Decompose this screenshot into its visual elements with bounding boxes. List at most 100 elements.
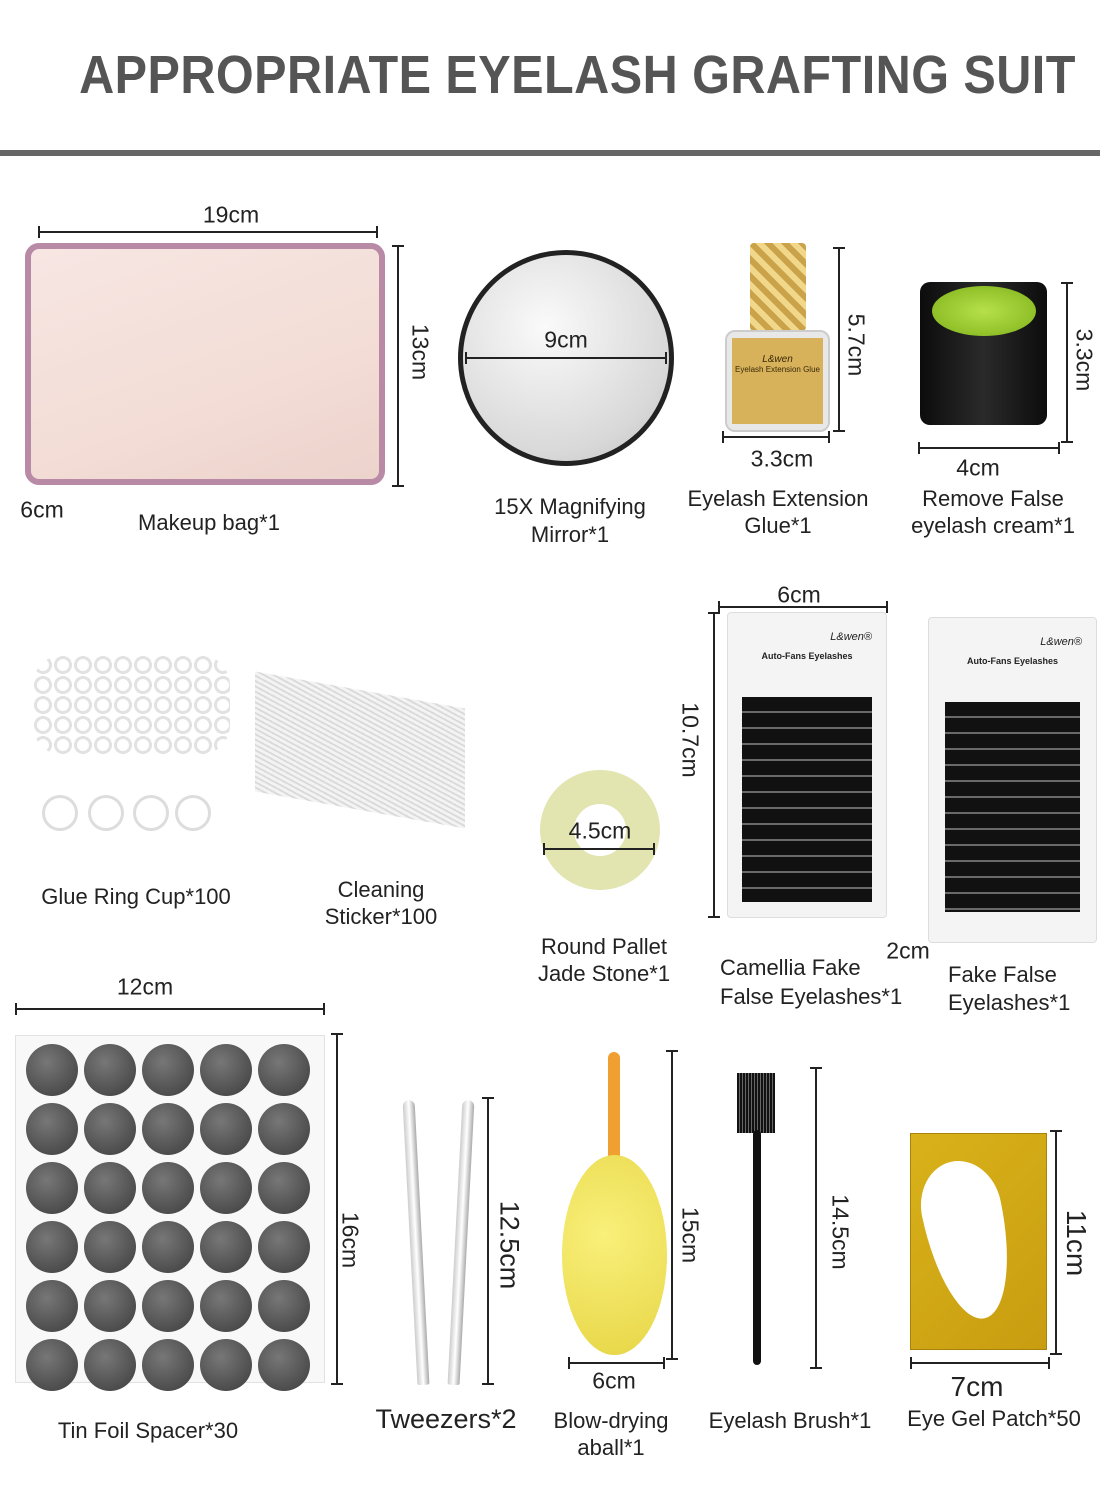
glue-brand: L&wen <box>762 354 793 365</box>
foil-dot <box>200 1339 252 1391</box>
dimension-line <box>331 1033 343 1385</box>
cream-label-line1: Remove False <box>922 486 1064 511</box>
brush-height: 14.5cm <box>827 1194 854 1270</box>
blower-bulb-image <box>562 1155 667 1355</box>
patch-label: Eye Gel Patch*50 <box>907 1406 1081 1431</box>
lash-strips <box>945 702 1080 912</box>
foil-dot <box>142 1103 194 1155</box>
mirror-diameter: 9cm <box>544 326 588 353</box>
foil-dot <box>258 1162 310 1214</box>
blower-label-line1: Blow-drying <box>553 1408 669 1433</box>
camellia-brand: L&wen® <box>830 631 872 643</box>
glue-label-line1: Eyelash Extension <box>687 486 869 511</box>
cream-label-line2: eyelash cream*1 <box>911 513 1075 538</box>
foil-dot <box>258 1221 310 1273</box>
camellia-lash-box-image: L&wen® Auto-Fans Eyelashes <box>727 612 887 918</box>
glue-ring-cups-image <box>33 655 230 755</box>
cleaning-label-line1: Cleaning <box>337 877 425 902</box>
cream-image <box>932 286 1036 336</box>
patch-height: 11cm <box>1061 1209 1092 1277</box>
mirror-label-line2: Mirror*1 <box>530 522 610 547</box>
fake-box-title: Auto-Fans Eyelashes <box>966 656 1059 666</box>
dimension-line <box>722 431 830 443</box>
foil-dot <box>26 1280 78 1332</box>
foil-dot <box>84 1044 136 1096</box>
cleaning-label-line2: Sticker*100 <box>324 904 438 929</box>
fake-lash-box-image: L&wen® Auto-Fans Eyelashes <box>928 617 1097 943</box>
dimension-line <box>38 226 378 238</box>
fake-brand: L&wen® <box>1040 636 1082 648</box>
glue-ring-label: Glue Ring Cup*100 <box>41 884 231 909</box>
dimension-line <box>465 352 667 364</box>
blower-height: 15cm <box>677 1206 704 1264</box>
foil-dot <box>258 1280 310 1332</box>
foil-dot <box>142 1221 194 1273</box>
makeup-bag-width: 19cm <box>202 201 260 228</box>
dimension-line <box>543 843 655 855</box>
makeup-bag-label: Makeup bag*1 <box>138 510 280 535</box>
glue-ring-image <box>133 795 169 831</box>
camellia-label-line1: Camellia Fake <box>720 955 861 980</box>
glue-height: 5.7cm <box>843 313 870 377</box>
patch-width: 7cm <box>950 1371 1004 1402</box>
glue-bottle-text: Eyelash Extension Glue <box>735 365 820 374</box>
camellia-width: 6cm <box>777 581 821 608</box>
camellia-label-line2: False Eyelashes*1 <box>720 984 903 1009</box>
cream-width: 4cm <box>956 454 1000 481</box>
glue-ring-image <box>88 795 124 831</box>
foil-dot <box>84 1221 136 1273</box>
dimension-line <box>15 1003 325 1015</box>
blower-nozzle-image <box>608 1052 620 1162</box>
cleaning-sticks-image <box>255 671 465 829</box>
foil-dot <box>200 1044 252 1096</box>
dimension-line <box>392 245 404 487</box>
camellia-depth: 2cm <box>886 937 930 964</box>
fake-label-line1: Fake False <box>948 962 1057 987</box>
blower-label-line2: aball*1 <box>577 1435 645 1460</box>
camellia-box-title: Auto-Fans Eyelashes <box>761 651 853 661</box>
jade-diameter: 4.5cm <box>568 817 632 844</box>
brush-head-image <box>737 1073 775 1133</box>
dimension-line <box>568 1357 665 1369</box>
foil-dot <box>142 1280 194 1332</box>
glue-ring-image <box>42 795 78 831</box>
foil-dot <box>26 1162 78 1214</box>
title-divider <box>0 150 1100 156</box>
foil-dot <box>142 1339 194 1391</box>
tin-foil-height: 16cm <box>337 1211 364 1269</box>
foil-dot <box>258 1339 310 1391</box>
glue-cap-image <box>750 243 806 331</box>
dimension-line <box>918 442 1060 454</box>
dimension-line <box>708 612 720 918</box>
page-title: APPROPRIATE EYELASH GRAFTING SUIT <box>79 45 1076 105</box>
tin-foil-sheet-image <box>15 1035 325 1391</box>
tweezers-label: Tweezers*2 <box>375 1404 517 1434</box>
cream-height: 3.3cm <box>1071 328 1098 392</box>
dimension-line <box>718 601 888 613</box>
tin-foil-width: 12cm <box>116 973 174 1000</box>
foil-dot <box>142 1044 194 1096</box>
foil-dot <box>26 1103 78 1155</box>
jade-label-line2: Jade Stone*1 <box>537 961 671 986</box>
foil-dot <box>200 1103 252 1155</box>
foil-dot <box>258 1044 310 1096</box>
foil-dot <box>84 1162 136 1214</box>
glue-label-line2: Glue*1 <box>744 513 812 538</box>
straight-tweezers-image <box>402 1099 430 1386</box>
foil-dot <box>200 1280 252 1332</box>
tweezers-height: 12.5cm <box>494 1200 525 1290</box>
brush-handle-image <box>753 1130 761 1365</box>
glue-width: 3.3cm <box>750 445 814 472</box>
makeup-bag-height: 13cm <box>407 323 434 381</box>
blower-width: 6cm <box>592 1367 636 1394</box>
foil-dot <box>84 1339 136 1391</box>
foil-dot <box>142 1162 194 1214</box>
foil-dot <box>200 1221 252 1273</box>
tin-foil-label: Tin Foil Spacer*30 <box>57 1418 239 1443</box>
dimension-line <box>910 1357 1050 1369</box>
dimension-line <box>482 1097 494 1385</box>
foil-dot <box>26 1339 78 1391</box>
curved-tweezers-image <box>447 1099 475 1386</box>
dimension-line <box>666 1050 678 1360</box>
